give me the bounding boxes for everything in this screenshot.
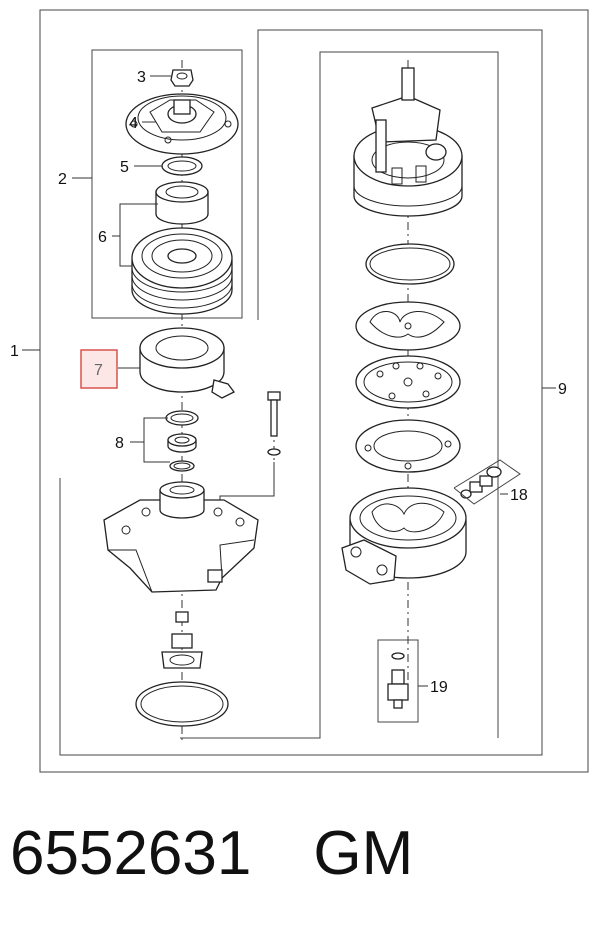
fitting-18-frame [453,459,521,505]
snap-ring-part [161,156,203,176]
assembly-frame [39,9,589,773]
highlight-box-7 [80,349,118,389]
callout-7: 7 [94,362,103,379]
oring-part [365,243,455,285]
seal-kit-part [165,410,199,472]
oring-bottom-part [135,681,229,727]
field-coil-part [139,327,235,399]
callout-5: 5 [120,159,129,176]
part-number: 6552631 [10,819,252,888]
compressor-body-frame [59,29,543,756]
shaft-parts [161,611,203,669]
callout-2: 2 [58,171,67,188]
pulley-bearing-part [155,181,209,225]
callout-3: 3 [137,69,146,86]
clutch-hub-plate [125,93,239,155]
valve-19-frame [377,639,419,723]
reed-ring-part [355,419,461,473]
leader-lines [22,75,556,687]
pulley-part [131,227,233,315]
callout-19: 19 [430,679,448,696]
callout-8: 8 [115,435,124,452]
cylinder-group-frame [180,51,499,739]
callout-6: 6 [98,229,107,246]
callout-18: 18 [510,487,528,504]
bolt-part [267,391,281,456]
brand-name: GM [313,819,414,888]
exploded-parts-diagram: 1 2 3 4 5 6 7 8 9 18 19 [10,9,589,773]
callout-4: 4 [129,115,138,132]
front-housing-part [103,481,259,593]
gasket-part [355,301,461,351]
valve-plate-part [355,355,461,409]
cylinder-head-part [353,67,463,217]
callout-1: 1 [10,343,19,360]
valve-part-19 [387,652,409,709]
part-footer: 6552631 GM [10,818,413,889]
bolt-leader [219,462,275,502]
callout-9: 9 [558,381,567,398]
nut-part [170,69,194,87]
rear-housing-part [341,487,467,585]
fitting-part-18 [460,466,502,499]
clutch-group-frame [91,49,243,319]
